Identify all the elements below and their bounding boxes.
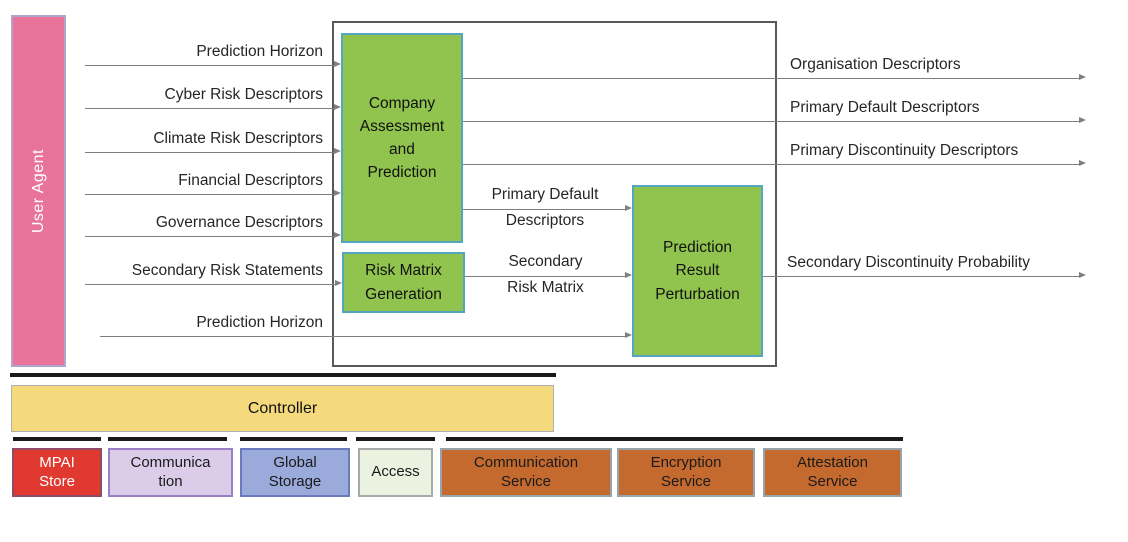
- service-bar-storage: [240, 437, 347, 441]
- input-line-financial: [85, 190, 341, 197]
- global-storage-box: Global Storage: [240, 448, 350, 497]
- input-label-governance: Governance Descriptors: [155, 214, 323, 231]
- input-label-secondary-risk-statements: Secondary Risk Statements: [131, 262, 323, 279]
- flow-line-primary-default-descriptors: [463, 205, 632, 212]
- output-line-organisation-descriptors: [463, 74, 1086, 81]
- communication-label: Communica tion: [130, 453, 211, 490]
- company-assessment-prediction-box: Company Assessment and Prediction: [341, 33, 463, 243]
- controller-top-bar: [10, 373, 556, 377]
- input-label-climate-risk: Climate Risk Descriptors: [153, 130, 323, 147]
- prediction-result-perturbation-label: Prediction Result Perturbation: [655, 239, 740, 303]
- access-label: Access: [371, 463, 420, 481]
- flow-label-primary-default-1: Primary Default: [491, 186, 599, 203]
- controller-label: Controller: [247, 399, 318, 417]
- global-storage-label: Global Storage: [268, 453, 322, 490]
- output-line-secondary-discontinuity-probability: [763, 272, 1086, 279]
- input-line-prediction-horizon-2: [100, 332, 632, 339]
- prediction-result-perturbation-box: Prediction Result Perturbation: [632, 185, 763, 357]
- service-bar-communication: [108, 437, 227, 441]
- encryption-service-box: Encryption Service: [617, 448, 755, 497]
- service-bar-mpai: [13, 437, 101, 441]
- mpai-store-box: MPAI Store: [12, 448, 102, 497]
- risk-matrix-generation-label: Risk Matrix Generation: [365, 262, 442, 303]
- output-line-primary-default-descriptors: [463, 117, 1086, 124]
- risk-matrix-generation-box: Risk Matrix Generation: [342, 252, 465, 313]
- service-bar-access: [356, 437, 435, 441]
- output-label-primary-discontinuity-descriptors: Primary Discontinuity Descriptors: [790, 142, 1019, 159]
- communication-service-label: Communication Service: [473, 453, 579, 490]
- output-label-organisation-descriptors: Organisation Descriptors: [790, 56, 961, 73]
- flow-label-secondary-risk-matrix-1: Secondary: [508, 253, 583, 270]
- input-line-cyber-risk: [85, 104, 341, 111]
- output-label-secondary-discontinuity-probability: Secondary Discontinuity Probability: [787, 254, 1030, 271]
- company-assessment-prediction-label: Company Assessment and Prediction: [359, 94, 445, 182]
- flow-line-secondary-risk-matrix: [465, 272, 632, 279]
- service-bar-services: [446, 437, 903, 441]
- flow-label-secondary-risk-matrix-2: Risk Matrix: [507, 279, 584, 296]
- input-label-prediction-horizon: Prediction Horizon: [196, 43, 323, 60]
- output-label-primary-default-descriptors: Primary Default Descriptors: [790, 99, 980, 116]
- flow-label-primary-default-2: Descriptors: [505, 212, 585, 229]
- input-line-governance: [85, 232, 341, 239]
- input-line-climate-risk: [85, 148, 341, 155]
- communication-box: Communica tion: [108, 448, 233, 497]
- attestation-service-box: Attestation Service: [763, 448, 902, 497]
- output-line-primary-discontinuity-descriptors: [463, 160, 1086, 167]
- user-agent-box: User Agent: [11, 15, 66, 367]
- input-label-cyber-risk: Cyber Risk Descriptors: [164, 86, 323, 103]
- encryption-service-label: Encryption Service: [650, 453, 722, 490]
- attestation-service-label: Attestation Service: [797, 453, 868, 490]
- user-agent-label: User Agent: [29, 148, 47, 234]
- access-box: Access: [358, 448, 433, 497]
- mpai-store-label: MPAI Store: [39, 453, 75, 490]
- input-label-financial: Financial Descriptors: [178, 172, 323, 189]
- input-label-prediction-horizon-2: Prediction Horizon: [196, 314, 323, 331]
- input-line-secondary-risk-statements: [85, 280, 342, 287]
- controller-box: Controller: [11, 385, 554, 432]
- communication-service-box: Communication Service: [440, 448, 612, 497]
- input-line-prediction-horizon: [85, 61, 341, 68]
